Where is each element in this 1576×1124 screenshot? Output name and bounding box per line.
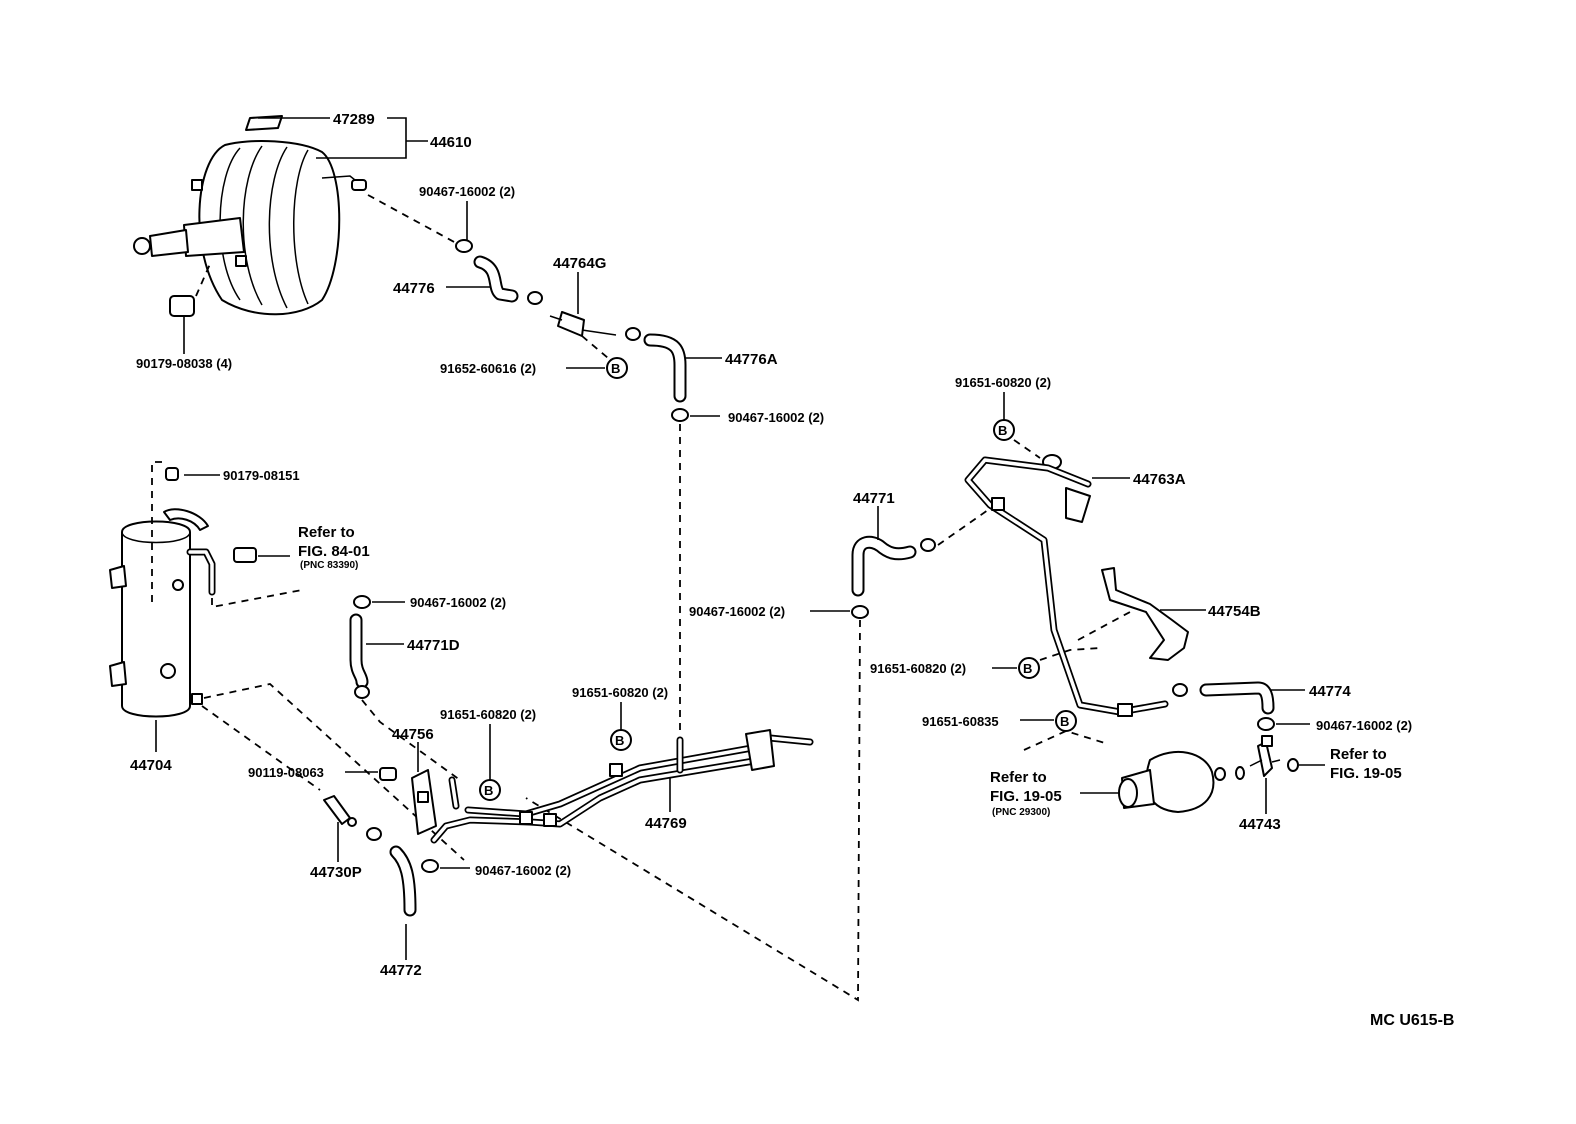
label-90119-08063: 90119-08063 [248,765,324,780]
clip-bottom [421,859,439,873]
bracket-44763a [1065,487,1091,523]
valve-44730p [323,795,351,825]
label-44771d: 44771D [407,637,460,654]
label-refer-19b: Refer to [1330,746,1387,763]
label-refer-19a: Refer to [990,769,1047,786]
label-44730p: 44730P [310,864,362,881]
label-44763a: 44763A [1133,471,1186,488]
label-44754b: 44754B [1208,603,1261,620]
clip-mid [671,408,689,422]
svg-text:B: B [611,361,620,376]
svg-text:B: B [1023,661,1032,676]
marker-b-60835 [1055,710,1077,732]
label-90467-top: 90467-16002 (2) [419,184,515,199]
clip-right [1257,717,1275,731]
svg-text:B: B [998,423,1007,438]
label-44764g: 44764G [553,255,606,272]
clip-center [851,605,869,619]
nut-90179-08151 [165,467,179,481]
label-90467-mid: 90467-16002 (2) [728,410,824,425]
pump-29300 [1118,750,1226,813]
vacuum-tank-44704 [109,508,216,718]
label-44756: 44756 [392,726,434,743]
brake-booster [133,115,367,316]
valve-44743 [1235,735,1281,780]
svg-text:B: B [484,783,493,798]
label-90179-08151: 90179-08151 [223,468,300,483]
drawing-code: MC U615-B [1370,1012,1454,1029]
svg-text:B: B [615,733,624,748]
label-44704: 44704 [130,757,172,774]
label-91651-r2: 91651-60820 (2) [870,661,966,676]
label-fig-19a: FIG. 19-05 [990,788,1062,805]
label-fig-19b: FIG. 19-05 [1330,765,1402,782]
check-valve-83390 [233,547,257,563]
label-44774: 44774 [1309,683,1351,700]
label-91651-c1: 91651-60820 (2) [440,707,536,722]
clip-top [455,239,473,253]
label-fig-84: FIG. 84-01 [298,543,370,560]
marker-b-r2 [1018,657,1040,679]
valve-44764g [557,311,585,337]
label-91651-tr: 91651-60820 (2) [955,375,1051,390]
label-pnc-83390: (PNC 83390) [300,560,358,571]
label-44771: 44771 [853,490,895,507]
label-44769: 44769 [645,815,687,832]
nut-90179-08038 [169,295,195,317]
label-90467-bottom: 90467-16002 (2) [475,863,571,878]
label-44776: 44776 [393,280,435,297]
label-90467-left: 90467-16002 (2) [410,595,506,610]
clip-left [353,595,371,609]
label-90467-center: 90467-16002 (2) [689,604,785,619]
label-44610: 44610 [430,134,472,151]
label-91651-60835: 91651-60835 [922,714,999,729]
label-91651-c2: 91651-60820 (2) [572,685,668,700]
label-refer-84: Refer to [298,524,355,541]
label-90467-right: 90467-16002 (2) [1316,718,1412,733]
marker-b-91652 [606,357,628,379]
label-90179-08038: 90179-08038 (4) [136,356,232,371]
label-44776a: 44776A [725,351,778,368]
label-pnc-29300: (PNC 29300) [992,807,1050,818]
label-44772: 44772 [380,962,422,979]
label-47289: 47289 [333,111,375,128]
label-91652-60616: 91652-60616 (2) [440,361,536,376]
bracket-44754b [1101,567,1189,661]
label-44743: 44743 [1239,816,1281,833]
svg-text:B: B [1060,714,1069,729]
bolt-90119 [379,767,397,781]
